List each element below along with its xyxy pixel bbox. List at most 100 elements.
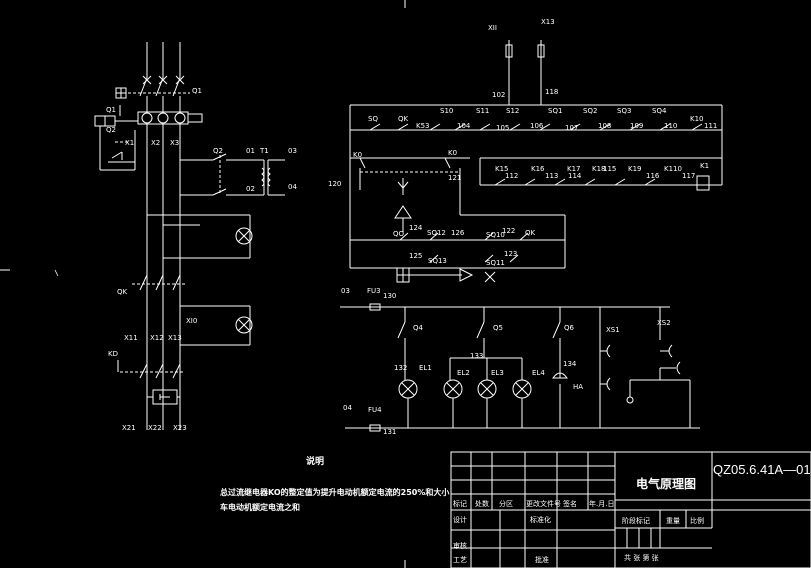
- label-x13: X13: [168, 334, 182, 342]
- label-106: 106: [530, 122, 544, 130]
- notes-line-1: 总过流继电器KO的整定值为提升电动机额定电流的250%和大小: [220, 487, 449, 497]
- label-sq2: SQ2: [583, 107, 597, 115]
- label-k17: K17: [567, 165, 581, 173]
- label-04: 04: [288, 183, 297, 191]
- label-q5: Q5: [493, 324, 503, 332]
- label-k10: K10: [690, 115, 704, 123]
- label-sq4: SQ4: [652, 107, 667, 115]
- label-sq1: SQ1: [548, 107, 562, 115]
- tb-designer: 设计: [453, 515, 467, 524]
- label-113: 113: [545, 172, 558, 180]
- label-134: 134: [563, 360, 577, 368]
- label-132: 132: [394, 364, 407, 372]
- label-kd: KD: [108, 350, 118, 358]
- label-k19: K19: [628, 165, 642, 173]
- label-117: 117: [682, 172, 695, 180]
- notes: 说明 总过流继电器KO的整定值为提升电动机额定电流的250%和大小 车电动机额定…: [220, 455, 449, 512]
- label-111: 111: [704, 122, 717, 130]
- label-qk2: QK: [398, 115, 409, 123]
- title-block-text: 电气原理图 QZ05.6.41A—01.1 标记 处数 分区 更改文件号 签名 …: [453, 462, 811, 564]
- label-q2: Q2: [213, 147, 223, 155]
- label-x22: X22: [148, 424, 162, 432]
- label-04b: 04: [343, 404, 352, 412]
- label-sq: SQ: [368, 115, 378, 123]
- label-q4: Q4: [413, 324, 424, 332]
- label-xii: XII: [488, 24, 497, 32]
- label-122: 122: [502, 227, 515, 235]
- label-el3: EL3: [491, 369, 504, 377]
- label-x12: X12: [150, 334, 164, 342]
- label-126: 126: [451, 229, 465, 237]
- main-power-circuit: [54, 42, 285, 430]
- label-102: 102: [492, 91, 505, 99]
- label-qk3: QK: [525, 229, 536, 237]
- label-108: 108: [598, 122, 611, 130]
- label-x23: X23: [173, 424, 187, 432]
- label-q1: Q1: [192, 87, 202, 95]
- label-qo: QO: [393, 230, 405, 238]
- label-112: 112: [505, 172, 518, 180]
- label-sq11: SQ11: [486, 259, 505, 267]
- label-k0a: K0: [353, 151, 362, 159]
- label-02: 02: [246, 185, 255, 193]
- label-x21: X21: [122, 424, 136, 432]
- label-sq3: SQ3: [617, 107, 631, 115]
- tb-stage-mark: 阶段标记: [622, 516, 650, 525]
- tb-change-doc: 更改文件号: [526, 499, 561, 508]
- label-121: 121: [448, 174, 461, 182]
- label-105: 105: [496, 124, 509, 132]
- label-114: 114: [568, 172, 582, 180]
- tb-review: 审核: [453, 541, 467, 550]
- label-125: 125: [409, 252, 422, 260]
- notes-line-2: 车电动机额定电流之和: [220, 502, 300, 512]
- tb-zone: 分区: [499, 499, 513, 508]
- label-120: 120: [328, 180, 341, 188]
- label-xiii: X13: [541, 18, 555, 26]
- label-115: 115: [603, 165, 616, 173]
- label-s11: S11: [476, 107, 489, 115]
- tb-count: 处数: [475, 499, 489, 508]
- label-k18: K18: [592, 165, 606, 173]
- label-k16: K16: [531, 165, 545, 173]
- label-x11: X11: [124, 334, 138, 342]
- label-k1: K1: [700, 162, 709, 170]
- drawing-number: QZ05.6.41A—01.1: [713, 462, 811, 477]
- label-q01: Q1: [106, 106, 116, 114]
- drawing-title: 电气原理图: [636, 476, 696, 491]
- tb-standardization: 标准化: [530, 515, 551, 524]
- control-circuit: [349, 40, 723, 283]
- label-s10: S10: [440, 107, 453, 115]
- label-fu3: FU3: [367, 287, 381, 295]
- label-123: 123: [504, 250, 517, 258]
- label-xs1: XS1: [606, 326, 620, 334]
- label-116: 116: [646, 172, 660, 180]
- label-el2: EL2: [457, 369, 470, 377]
- tb-scale: 比例: [690, 516, 704, 525]
- label-q6: Q6: [564, 324, 575, 332]
- label-124: 124: [409, 224, 423, 232]
- label-118: 118: [545, 88, 558, 96]
- label-el4: EL4: [532, 369, 545, 377]
- label-t1: T1: [259, 147, 269, 155]
- label-03: 03: [288, 147, 297, 155]
- label-107: 107: [565, 124, 578, 132]
- label-xs2: XS2: [657, 319, 671, 327]
- label-qk: QK: [117, 288, 128, 296]
- tb-weight: 重量: [666, 517, 680, 525]
- label-sq13: SQ13: [428, 257, 447, 265]
- label-x2: X2: [151, 139, 160, 147]
- label-sq10: SQ10: [486, 231, 505, 239]
- label-k0b: K0: [448, 149, 457, 157]
- tb-signature: 签名: [563, 499, 577, 508]
- label-s12: S12: [506, 107, 519, 115]
- label-x3: X3: [170, 139, 179, 147]
- label-xi0: XI0: [186, 317, 197, 325]
- label-131: 131: [383, 428, 396, 436]
- label-130: 130: [383, 292, 396, 300]
- label-x1: X1: [125, 139, 134, 147]
- tb-mark: 标记: [453, 499, 467, 508]
- label-q02: Q2: [106, 126, 116, 134]
- label-k15: K15: [495, 165, 509, 173]
- label-k53: K53: [416, 122, 430, 130]
